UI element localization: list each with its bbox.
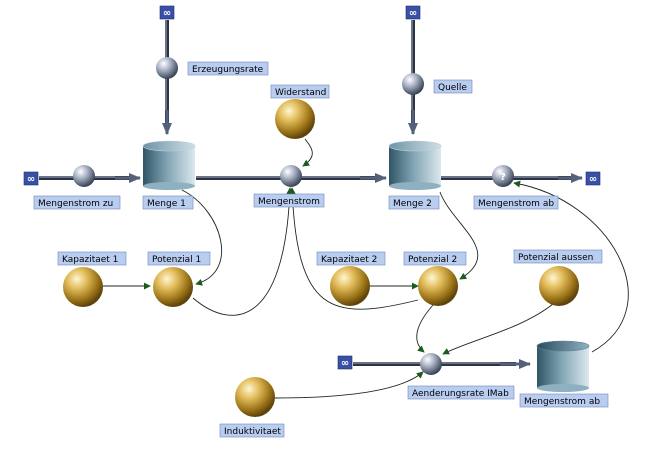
link-potenzial2-mengenstrom (288, 187, 419, 310)
infinity-icon: ∞ (341, 358, 349, 369)
infinity-icon: ∞ (589, 174, 597, 185)
label-text: Kapazitaet 1 (62, 255, 118, 265)
constant-kapazitaet-1[interactable] (63, 267, 103, 307)
label-text: Menge 1 (147, 199, 186, 209)
valve-erzeugungsrate[interactable] (156, 57, 178, 79)
information-links (103, 138, 629, 399)
question-icon: ? (500, 172, 506, 183)
stock-menge-1[interactable] (142, 140, 196, 190)
label-mengenstrom-ab-valve[interactable]: Mengenstrom ab (473, 195, 559, 210)
auxiliary-potenzial-2[interactable] (418, 266, 458, 306)
label-text: Potenzial 2 (408, 255, 457, 265)
cloud-source-quelle[interactable]: ∞ (405, 5, 421, 20)
valve-aenderungsrate[interactable] (420, 353, 442, 375)
label-widerstand[interactable]: Widerstand (270, 84, 330, 99)
link-potenzialaussen-aenderungsrate (442, 303, 554, 355)
label-text: Quelle (438, 83, 467, 93)
label-erzeugungsrate[interactable]: Erzeugungsrate (187, 61, 269, 76)
label-text: Aenderungsrate IMab (412, 389, 509, 399)
cloud-source-mengenstrom-zu[interactable]: ∞ (23, 171, 39, 186)
label-text: Mengenstrom zu (38, 199, 113, 209)
link-potenzial1-mengenstrom (192, 187, 294, 316)
valve-quelle[interactable] (402, 73, 424, 95)
link-mengenstromab-valve (513, 180, 629, 353)
link-induktivitaet-aenderungsrate (274, 371, 424, 399)
infinity-icon: ∞ (409, 8, 417, 19)
label-text: Mengenstrom (258, 197, 320, 207)
link-potenzial2-aenderungsrate (416, 304, 434, 353)
valve-mengenstrom-ab[interactable]: ? (492, 165, 514, 187)
label-text: Mengenstrom ab (524, 397, 600, 407)
label-text: Widerstand (275, 88, 326, 98)
link-menge1-potenzial1 (181, 189, 222, 286)
label-aenderungsrate[interactable]: Aenderungsrate IMab (407, 385, 515, 400)
flow-pipes (39, 20, 583, 369)
label-kapazitaet-2[interactable]: Kapazitaet 2 (316, 251, 386, 266)
link-menge2-potenzial2 (439, 191, 479, 280)
label-text: Potenzial 1 (152, 255, 201, 265)
stock-mengenstrom-ab[interactable] (536, 340, 590, 392)
label-text: Potenzial aussen (518, 253, 593, 263)
valve-mengenstrom[interactable] (280, 165, 302, 187)
label-menge-1[interactable]: Menge 1 (142, 195, 194, 210)
label-mengenstrom[interactable]: Mengenstrom (253, 193, 325, 208)
label-text: Induktivitaet (224, 427, 281, 437)
cloud-source-erzeugungsrate[interactable]: ∞ (159, 5, 175, 20)
label-potenzial-1[interactable]: Potenzial 1 (147, 251, 211, 266)
constant-widerstand[interactable] (275, 99, 315, 139)
label-kapazitaet-1[interactable]: Kapazitaet 1 (57, 251, 127, 266)
label-potenzial-aussen[interactable]: Potenzial aussen (513, 249, 603, 264)
infinity-icon: ∞ (163, 8, 171, 19)
constant-induktivitaet[interactable] (235, 377, 275, 417)
cloud-source-aenderungsrate[interactable]: ∞ (337, 355, 353, 370)
label-text: Kapazitaet 2 (321, 255, 377, 265)
label-text: Erzeugungsrate (192, 65, 264, 75)
label-text: Mengenstrom ab (478, 199, 554, 209)
constant-kapazitaet-2[interactable] (330, 266, 370, 306)
stock-menge-2[interactable] (388, 140, 442, 190)
constant-potenzial-aussen[interactable] (539, 266, 579, 306)
label-text: Menge 2 (393, 199, 432, 209)
label-potenzial-2[interactable]: Potenzial 2 (403, 251, 467, 266)
valve-mengenstrom-zu[interactable] (73, 165, 95, 187)
label-menge-2[interactable]: Menge 2 (388, 195, 440, 210)
label-mengenstrom-zu[interactable]: Mengenstrom zu (33, 195, 121, 210)
infinity-icon: ∞ (27, 174, 35, 185)
label-induktivitaet[interactable]: Induktivitaet (219, 423, 285, 438)
cloud-sink-mengenstrom-ab[interactable]: ∞ (585, 171, 601, 186)
auxiliary-potenzial-1[interactable] (153, 267, 193, 307)
label-quelle[interactable]: Quelle (433, 79, 473, 94)
link-widerstand-mengenstrom (302, 138, 313, 167)
label-mengenstrom-ab-stock[interactable]: Mengenstrom ab (519, 393, 609, 408)
